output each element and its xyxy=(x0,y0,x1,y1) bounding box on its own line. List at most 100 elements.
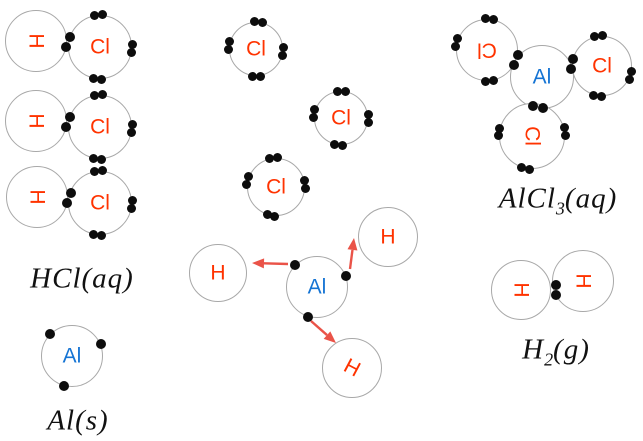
atom-label-h: H xyxy=(24,33,48,49)
electron-pair-dot xyxy=(363,109,373,119)
bond-electron-dot xyxy=(551,279,561,290)
electron-pair-dot xyxy=(624,74,634,84)
bond-electron-dot xyxy=(566,64,577,75)
atom-circle-h xyxy=(491,260,551,320)
formula-main: Al xyxy=(47,404,76,437)
bond-electron-dot xyxy=(65,32,76,43)
electron-pair-dot xyxy=(494,131,504,141)
atom-label-h: H xyxy=(25,189,49,205)
formula-al-s: Al(s) xyxy=(47,405,108,438)
electron-pair-dot xyxy=(96,154,106,164)
atom-label-al: Al xyxy=(307,275,327,299)
electron-pair-dot xyxy=(270,211,280,221)
atom-label-h: H xyxy=(571,273,595,289)
bond-electron-dot xyxy=(513,50,524,61)
formula-main: AlCl xyxy=(498,182,556,215)
electron-pair-dot xyxy=(589,90,599,100)
electron-pair-dot xyxy=(264,153,274,163)
atom-label-cl: Cl xyxy=(520,126,544,146)
electron-pair-dot xyxy=(96,74,106,84)
atom-label-cl: Cl xyxy=(331,106,351,130)
electron-transfer-arrow-line xyxy=(263,262,289,266)
formula-main: H xyxy=(522,333,545,366)
electron-pair-dot xyxy=(330,140,340,150)
electron-pair-dot xyxy=(244,172,254,182)
atom-circle-h xyxy=(552,250,614,312)
electron-pair-dot xyxy=(242,179,252,189)
atom-circle-h xyxy=(5,10,67,72)
electron-transfer-arrow-head xyxy=(347,238,358,251)
electron-pair-dot xyxy=(627,66,637,76)
atom-label-h: H xyxy=(210,261,226,285)
electron-pair-dot xyxy=(451,41,461,51)
atom-label-cl: Cl xyxy=(246,37,266,61)
bond-electron-dot xyxy=(60,41,71,52)
electron-pair-dot xyxy=(224,45,234,55)
electron-pair-dot xyxy=(225,37,235,47)
bond-electron-dot xyxy=(61,197,72,208)
atom-label-h: H xyxy=(509,282,533,298)
electron-pair-dot xyxy=(300,184,310,194)
atom-label-cl: Cl xyxy=(477,38,497,62)
electron-pair-dot xyxy=(278,43,288,53)
formula-main: HCl xyxy=(30,262,82,295)
electron-dot xyxy=(58,380,69,391)
atom-label-cl: Cl xyxy=(592,54,612,78)
bond-electron-dot xyxy=(538,102,549,113)
formula-state: (g) xyxy=(553,333,590,366)
formula-state: (aq) xyxy=(564,182,618,215)
formula-subscript: 3 xyxy=(555,198,565,219)
electron-pair-dot xyxy=(516,162,526,172)
bond-electron-dot xyxy=(551,290,561,301)
electron-pair-dot xyxy=(127,40,137,50)
electron-pair-dot xyxy=(88,230,98,240)
formula-state: (s) xyxy=(75,404,109,437)
electron-pair-dot xyxy=(255,71,265,81)
electron-transfer-arrow-head xyxy=(252,258,265,269)
electron-pair-dot xyxy=(127,48,137,58)
electron-pair-dot xyxy=(332,86,342,96)
atom-circle-h xyxy=(358,207,418,267)
formula-subscript: 2 xyxy=(544,349,554,370)
electron-pair-dot xyxy=(597,31,607,41)
electron-pair-dot xyxy=(127,128,137,138)
atom-label-h: H xyxy=(380,225,396,249)
electron-pair-dot xyxy=(300,176,310,186)
formula-h2-g: H2(g) xyxy=(522,334,590,371)
electron-dot xyxy=(302,311,313,322)
electron-pair-dot xyxy=(589,32,599,42)
electron-pair-dot xyxy=(90,166,100,176)
formula-hcl-aq: HCl(aq) xyxy=(30,263,134,296)
electron-pair-dot xyxy=(481,14,491,24)
electron-pair-dot xyxy=(96,230,106,240)
electron-transfer-arrow-head xyxy=(323,331,336,343)
electron-dot xyxy=(341,271,352,282)
electron-pair-dot xyxy=(247,71,257,81)
electron-pair-dot xyxy=(489,14,499,24)
bond-electron-dot xyxy=(65,112,76,123)
electron-pair-dot xyxy=(309,113,319,123)
bond-electron-dot xyxy=(66,188,77,199)
electron-pair-dot xyxy=(560,130,570,140)
electron-dot xyxy=(289,260,300,271)
electron-pair-dot xyxy=(310,105,320,115)
atom-label-cl: Cl xyxy=(90,191,110,215)
electron-dot xyxy=(45,329,56,340)
formula-state: (aq) xyxy=(81,262,134,295)
electron-pair-dot xyxy=(495,123,505,133)
bond-electron-dot xyxy=(508,59,519,70)
electron-pair-dot xyxy=(272,153,282,163)
atom-circle-h xyxy=(5,90,67,152)
electron-pair-dot xyxy=(98,166,108,176)
atom-label-cl: Cl xyxy=(90,115,110,139)
atom-label-cl: Cl xyxy=(266,175,286,199)
atom-circle-h xyxy=(322,338,382,398)
electron-pair-dot xyxy=(90,90,100,100)
electron-pair-dot xyxy=(249,17,259,27)
bond-electron-dot xyxy=(527,101,538,112)
electron-pair-dot xyxy=(480,76,490,86)
electron-pair-dot xyxy=(597,91,607,101)
electron-transfer-arrow-line xyxy=(310,320,328,336)
electron-pair-dot xyxy=(338,140,348,150)
atom-circle-cl xyxy=(314,91,368,145)
